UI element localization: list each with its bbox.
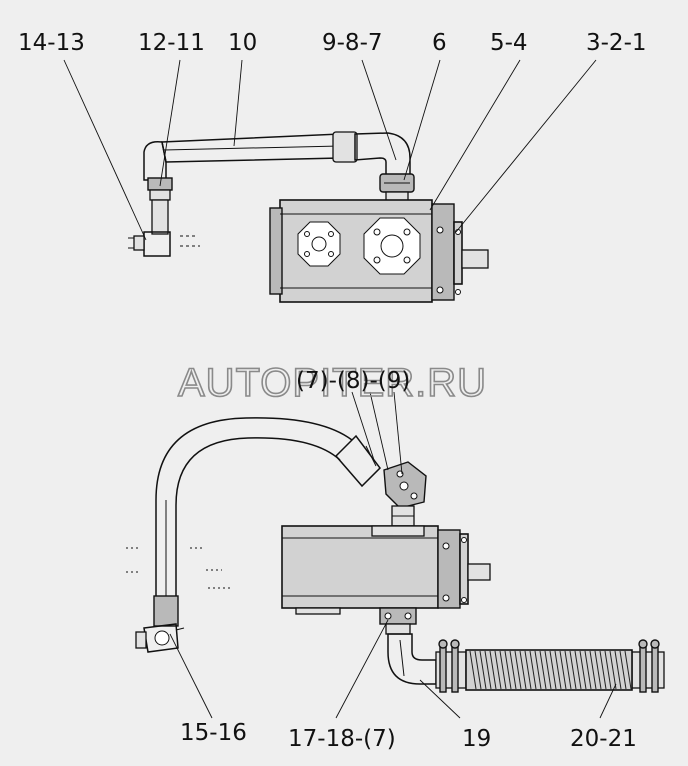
hose-rib <box>549 650 557 690</box>
hose-rib <box>569 650 577 690</box>
label-10: 10 <box>228 30 257 56</box>
part-15-16-fitting <box>126 547 230 653</box>
part-pump-body-side <box>281 525 491 615</box>
hose-rib <box>589 650 597 690</box>
label-20-21: 20-21 <box>570 726 637 752</box>
label-15-16: 15-16 <box>180 720 247 746</box>
part-upper-flange <box>383 461 427 527</box>
hose-corrugations <box>469 650 632 690</box>
hose-rib <box>624 650 632 690</box>
hose-rib <box>484 650 492 690</box>
leader-lines <box>63 59 617 719</box>
hose-rib <box>489 650 497 690</box>
part-20-21-corrugated-hose <box>435 639 665 693</box>
part-12-11-fitting <box>147 177 173 235</box>
hose-rib <box>509 650 517 690</box>
label-6: 6 <box>432 30 447 56</box>
hose-rib <box>529 650 537 690</box>
part-6-flange <box>379 173 415 203</box>
hose-rib <box>494 650 502 690</box>
label-19: 19 <box>462 726 491 752</box>
part-labels: 14-13 12-11 10 9-8-7 6 5-4 3-2-1 (7)-(8)… <box>18 30 647 752</box>
label-7-8-9: (7)-(8)-(9) <box>296 368 410 394</box>
label-14-13: 14-13 <box>18 30 85 56</box>
hose-rib <box>544 650 552 690</box>
part-5-4-pump-body <box>269 199 433 303</box>
hose-rib <box>479 650 487 690</box>
hose-rib <box>604 650 612 690</box>
label-3-2-1: 3-2-1 <box>586 30 647 56</box>
hose-rib <box>469 650 477 690</box>
hose-rib <box>584 650 592 690</box>
part-14-13-elbow <box>128 231 200 257</box>
hose-rib <box>499 650 507 690</box>
label-12-11: 12-11 <box>138 30 205 56</box>
hose-rib <box>539 650 547 690</box>
hose-rib <box>574 650 582 690</box>
hose-rib <box>609 650 617 690</box>
hose-rib <box>559 650 567 690</box>
hose-rib <box>614 650 622 690</box>
hose-rib <box>519 650 527 690</box>
hose-rib <box>554 650 562 690</box>
part-19-outlet-elbow <box>379 607 437 685</box>
hose-rib <box>579 650 587 690</box>
hose-rib <box>524 650 532 690</box>
hose-rib <box>514 650 522 690</box>
watermark-text: AUTOPITER.RU <box>178 361 487 405</box>
part-3-2-1-mount-flange <box>431 203 489 301</box>
hose-rib <box>599 650 607 690</box>
top-view <box>128 131 489 303</box>
hose-rib <box>619 650 627 690</box>
hose-rib <box>504 650 512 690</box>
label-5-4: 5-4 <box>490 30 528 56</box>
label-17-18-7: 17-18-(7) <box>288 726 396 752</box>
part-curved-hose <box>155 417 381 600</box>
bottom-view <box>126 417 665 693</box>
hose-rib <box>594 650 602 690</box>
label-9-8-7: 9-8-7 <box>322 30 383 56</box>
hose-rib <box>564 650 572 690</box>
hose-rib <box>534 650 542 690</box>
hose-rib <box>474 650 482 690</box>
part-10-suction-pipe <box>143 131 411 181</box>
